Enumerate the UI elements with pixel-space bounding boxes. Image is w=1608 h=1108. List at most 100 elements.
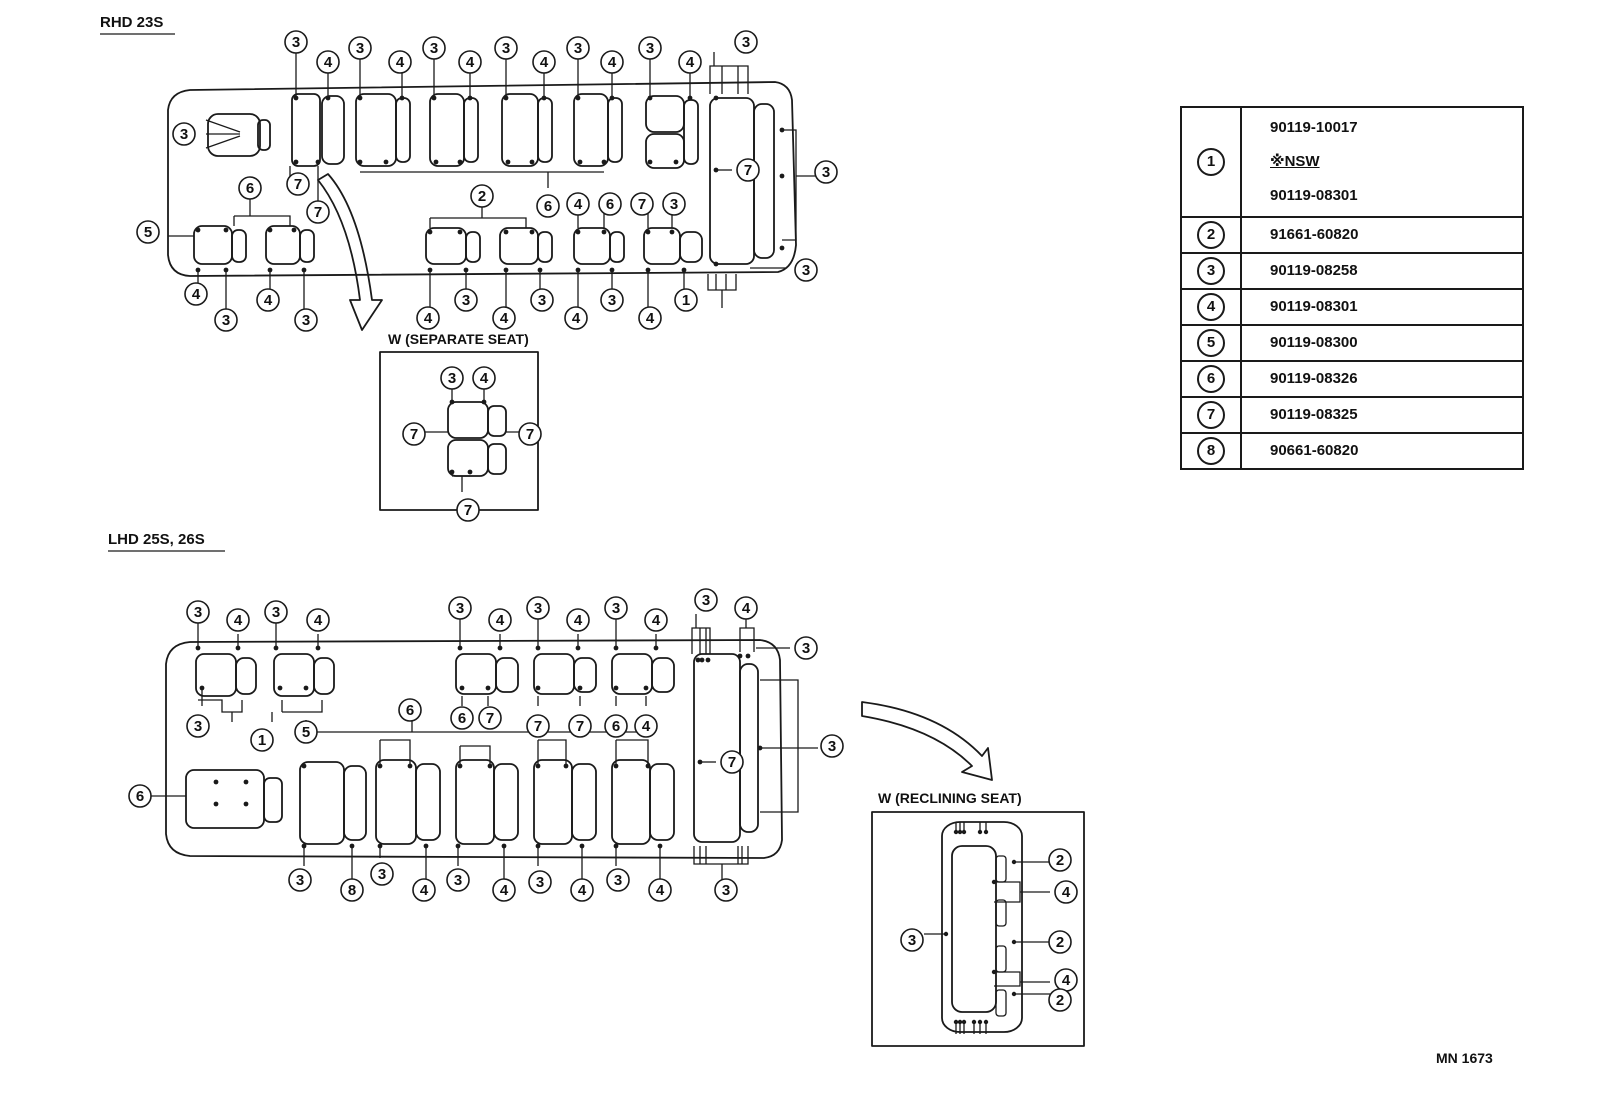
- svg-text:6: 6: [246, 180, 254, 197]
- svg-text:3: 3: [822, 164, 830, 181]
- reclining-seat-detail: [871, 811, 1085, 1047]
- callout-3: 3: [284, 30, 308, 54]
- part-number: 90119-10017: [1270, 119, 1358, 136]
- callout-1: 1: [250, 728, 274, 752]
- part-key-cell: 6: [1180, 360, 1242, 398]
- callout-7: 7: [456, 498, 480, 522]
- callout-7: 7: [478, 706, 502, 730]
- callout-3: 3: [186, 714, 210, 738]
- svg-text:3: 3: [356, 40, 364, 57]
- callout-4: 4: [570, 878, 594, 902]
- part-number: 90119-08301: [1270, 187, 1358, 204]
- callout-7: 7: [736, 158, 760, 182]
- svg-text:6: 6: [406, 702, 414, 719]
- svg-text:6: 6: [458, 710, 466, 727]
- callout-4: 4: [412, 878, 436, 902]
- svg-text:3: 3: [702, 592, 710, 609]
- svg-text:1: 1: [258, 732, 266, 749]
- svg-text:3: 3: [194, 718, 202, 735]
- callout-7: 7: [630, 192, 654, 216]
- svg-text:2: 2: [1056, 992, 1064, 1009]
- svg-text:4: 4: [578, 882, 587, 899]
- callout-3: 3: [294, 308, 318, 332]
- callout-4: 4: [492, 306, 516, 330]
- part-number-cell: 90119-10017 ※NSW 90119-08301: [1240, 106, 1524, 218]
- part-number: 90119-08258: [1270, 262, 1358, 279]
- svg-text:5: 5: [302, 724, 310, 741]
- callout-5: 5: [136, 220, 160, 244]
- callout-3: 3: [288, 868, 312, 892]
- callout-3: 3: [734, 30, 758, 54]
- svg-text:3: 3: [502, 40, 510, 57]
- callout-8: 8: [340, 878, 364, 902]
- svg-text:4: 4: [396, 54, 405, 71]
- svg-text:4: 4: [234, 612, 243, 629]
- callout-6: 6: [450, 706, 474, 730]
- svg-text:3: 3: [908, 932, 916, 949]
- svg-text:7: 7: [314, 204, 322, 221]
- callout-4: 4: [564, 306, 588, 330]
- callout-4: 4: [226, 608, 250, 632]
- svg-text:4: 4: [1062, 884, 1071, 901]
- svg-text:3: 3: [802, 262, 810, 279]
- part-number-cell: 90119-08300: [1240, 324, 1524, 362]
- rhd-floor-plan: [167, 50, 818, 331]
- svg-text:7: 7: [294, 176, 302, 193]
- callout-4: 4: [638, 306, 662, 330]
- callout-2: 2: [1048, 930, 1072, 954]
- svg-text:4: 4: [686, 54, 695, 71]
- svg-text:3: 3: [646, 40, 654, 57]
- callout-3: 3: [448, 596, 472, 620]
- svg-text:6: 6: [606, 196, 614, 213]
- svg-text:4: 4: [574, 612, 583, 629]
- callout-3: 3: [494, 36, 518, 60]
- callout-3: 3: [606, 868, 630, 892]
- callout-7: 7: [306, 200, 330, 224]
- svg-text:7: 7: [576, 718, 584, 735]
- part-key: 1: [1197, 148, 1225, 176]
- callout-4: 4: [492, 878, 516, 902]
- svg-text:3: 3: [462, 292, 470, 309]
- callout-4: 4: [532, 50, 556, 74]
- callout-7: 7: [526, 714, 550, 738]
- callout-3: 3: [446, 868, 470, 892]
- svg-text:6: 6: [136, 788, 144, 805]
- callout-4: 4: [648, 878, 672, 902]
- part-key: 6: [1197, 365, 1225, 393]
- part-key: 7: [1197, 401, 1225, 429]
- svg-text:3: 3: [536, 874, 544, 891]
- callout-3: 3: [454, 288, 478, 312]
- part-key: 5: [1197, 329, 1225, 357]
- callout-2: 2: [470, 184, 494, 208]
- callout-4: 4: [734, 596, 758, 620]
- svg-text:4: 4: [466, 54, 475, 71]
- svg-text:3: 3: [538, 292, 546, 309]
- part-number-cell: 90119-08301: [1240, 288, 1524, 326]
- svg-text:5: 5: [144, 224, 152, 241]
- callout-2: 2: [1048, 848, 1072, 872]
- svg-text:4: 4: [496, 612, 505, 629]
- svg-text:7: 7: [534, 718, 542, 735]
- svg-text:7: 7: [744, 162, 752, 179]
- svg-text:7: 7: [638, 196, 646, 213]
- part-key-cell: 7: [1180, 396, 1242, 434]
- callout-6: 6: [536, 194, 560, 218]
- callout-5: 5: [294, 720, 318, 744]
- svg-text:3: 3: [292, 34, 300, 51]
- callout-7: 7: [720, 750, 744, 774]
- lhd-section-label: LHD 25S, 26S: [108, 531, 205, 548]
- part-number: 90119-08301: [1270, 298, 1358, 315]
- part-number: ※NSW: [1270, 153, 1320, 170]
- svg-text:6: 6: [612, 718, 620, 735]
- callout-1: 1: [674, 288, 698, 312]
- svg-text:3: 3: [608, 292, 616, 309]
- part-key-cell: 3: [1180, 252, 1242, 290]
- callout-4: 4: [644, 608, 668, 632]
- callout-4: 4: [458, 50, 482, 74]
